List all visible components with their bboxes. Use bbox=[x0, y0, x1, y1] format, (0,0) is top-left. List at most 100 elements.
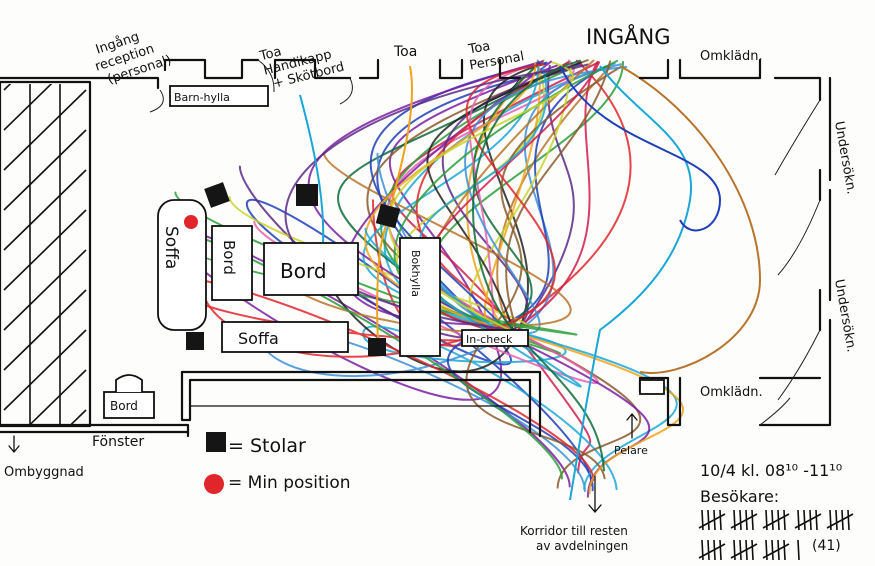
entrance-label: INGÅNG bbox=[586, 23, 671, 49]
visitor-tally-marks bbox=[698, 509, 854, 561]
visitor-path bbox=[472, 59, 605, 472]
hatch-line bbox=[3, 84, 53, 131]
walls bbox=[0, 58, 832, 438]
visitor-count: (41) bbox=[812, 538, 841, 554]
tally-mark bbox=[730, 513, 758, 529]
arrows bbox=[8, 412, 638, 513]
hatch-line bbox=[70, 409, 87, 424]
construction-hatching bbox=[3, 84, 87, 424]
toa-personal-label-1: Toa bbox=[467, 39, 492, 58]
chair-marker bbox=[368, 338, 386, 356]
legend-chairs-text: = Stolar bbox=[228, 435, 306, 457]
session-info: 10/4 kl. 08¹⁰ -11¹⁰ Besökare: (41) bbox=[698, 461, 854, 561]
changing-room-top-label: Omklädn. bbox=[700, 49, 763, 64]
exam-room-2-label: Undersökn. bbox=[831, 278, 859, 353]
hatch-line bbox=[3, 129, 87, 211]
visitor-path bbox=[505, 60, 612, 327]
tally-mark bbox=[719, 539, 722, 561]
hatch-line bbox=[3, 329, 87, 411]
tally-mark bbox=[698, 543, 726, 559]
sofa-left-label: Soffa bbox=[161, 226, 181, 269]
tally-mark bbox=[803, 509, 806, 531]
visitor-path bbox=[504, 60, 599, 335]
session-time: 10/4 kl. 08¹⁰ -11¹⁰ bbox=[700, 461, 842, 480]
sofa-bottom-label: Soffa bbox=[238, 329, 279, 348]
pillar-label: Pelare bbox=[614, 444, 648, 457]
hatch-line bbox=[3, 289, 87, 371]
visitor-path bbox=[362, 62, 618, 491]
tally-mark bbox=[815, 509, 818, 531]
visitor-path bbox=[284, 65, 574, 333]
bookshelf-label: Bokhylla bbox=[409, 250, 422, 297]
hatch-line bbox=[3, 249, 87, 331]
tally-mark bbox=[783, 539, 786, 561]
my-position-marker bbox=[184, 215, 198, 229]
tally-mark bbox=[739, 539, 742, 561]
tally-mark bbox=[751, 539, 754, 561]
tally-mark bbox=[762, 513, 790, 529]
sofa-left bbox=[157, 199, 207, 331]
visitors-label: Besökare: bbox=[700, 487, 779, 506]
table-big-label: Bord bbox=[280, 259, 327, 283]
corridor-label-1: Korridor till resten bbox=[520, 524, 628, 538]
legend: = Stolar = Min position bbox=[204, 432, 351, 494]
down-arrow-icon bbox=[588, 475, 602, 513]
corridor-label-2: av avdelningen bbox=[536, 539, 628, 553]
kids-shelf-label: Barn-hylla bbox=[174, 91, 230, 104]
tally-mark bbox=[797, 539, 800, 561]
up-arrow-icon bbox=[626, 412, 638, 439]
furniture bbox=[103, 85, 529, 419]
chair-marker bbox=[204, 182, 230, 208]
chairs bbox=[186, 182, 401, 356]
tally-mark bbox=[739, 509, 742, 531]
tally-mark bbox=[698, 513, 726, 529]
toa-label: Toa bbox=[393, 44, 417, 60]
tally-mark bbox=[826, 513, 854, 529]
legend-position-swatch bbox=[204, 474, 224, 494]
check-in-desk bbox=[461, 329, 529, 347]
tally-mark bbox=[762, 543, 790, 559]
tally-mark bbox=[771, 509, 774, 531]
visitor-path bbox=[619, 65, 762, 374]
tally-mark bbox=[730, 543, 758, 559]
visitor-path bbox=[258, 63, 623, 493]
down-arrow-icon bbox=[8, 435, 20, 454]
visitor-path bbox=[376, 65, 414, 346]
chair-marker bbox=[375, 203, 401, 229]
window-table-label: Bord bbox=[110, 399, 138, 413]
chair-marker bbox=[186, 332, 204, 350]
visitor-path bbox=[559, 65, 722, 232]
door-swings bbox=[149, 59, 821, 426]
window-table bbox=[103, 391, 155, 419]
hatch-line bbox=[3, 89, 87, 171]
visitor-path bbox=[569, 65, 693, 501]
tally-mark bbox=[771, 539, 774, 561]
tally-mark bbox=[751, 509, 754, 531]
hatch-line bbox=[3, 169, 87, 251]
visitor-path bbox=[173, 61, 595, 482]
chair-marker bbox=[296, 184, 318, 206]
window-chair bbox=[115, 374, 143, 392]
changing-room-bottom-label: Omklädn. bbox=[700, 385, 763, 400]
exam-room-1-label: Undersökn. bbox=[831, 120, 859, 195]
tally-mark bbox=[835, 509, 838, 531]
tally-mark bbox=[707, 509, 710, 531]
table-small bbox=[211, 225, 253, 301]
tally-mark bbox=[719, 509, 722, 531]
bookshelf bbox=[399, 237, 441, 357]
table-big bbox=[263, 242, 359, 296]
legend-position-text: = Min position bbox=[228, 473, 351, 493]
window-label: Fönster bbox=[92, 434, 144, 450]
tally-mark bbox=[707, 539, 710, 561]
table-small-label: Bord bbox=[220, 240, 238, 275]
toa-handikapp-label-1: Toa bbox=[257, 44, 283, 64]
construction-label: Ombyggnad bbox=[4, 465, 84, 480]
hatch-line bbox=[3, 209, 87, 291]
tally-mark bbox=[783, 509, 786, 531]
tally-mark bbox=[847, 509, 850, 531]
tally-mark bbox=[794, 513, 822, 529]
counter bbox=[180, 370, 542, 438]
check-in-label: In-check bbox=[466, 333, 513, 346]
